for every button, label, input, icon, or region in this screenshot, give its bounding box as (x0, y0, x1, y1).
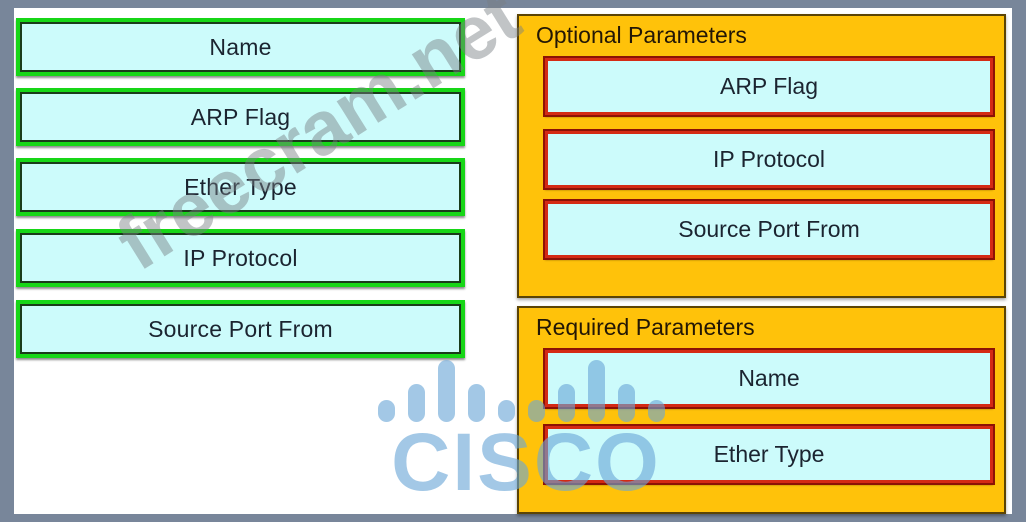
optional-tile-ip-protocol[interactable]: IP Protocol (543, 129, 995, 190)
source-tile-name[interactable]: Name (16, 18, 465, 76)
required-tile-name[interactable]: Name (543, 348, 995, 409)
cisco-bar (468, 384, 485, 422)
required-tile-label: Ether Type (713, 441, 825, 467)
cisco-bar (498, 400, 515, 422)
optional-tile-label: ARP Flag (719, 73, 818, 99)
optional-tile-label: IP Protocol (712, 146, 826, 172)
optional-tile-label: Source Port From (678, 216, 860, 242)
optional-parameters-title: Optional Parameters (536, 22, 747, 48)
diagram-canvas: Name ARP Flag Ether Type IP Protocol Sou… (14, 0, 1012, 514)
required-parameters-title: Required Parameters (536, 314, 755, 340)
source-tile-label: Source Port From (148, 315, 333, 342)
optional-tile-source-port-from[interactable]: Source Port From (543, 199, 995, 260)
required-tile-label: Name (738, 365, 800, 391)
required-tile-ether-type[interactable]: Ether Type (543, 424, 995, 485)
source-tile-label: Ether Type (184, 173, 297, 200)
source-tile-arp-flag[interactable]: ARP Flag (16, 88, 465, 146)
source-tile-list: Name ARP Flag Ether Type IP Protocol Sou… (14, 8, 469, 358)
cisco-bar (378, 400, 395, 422)
source-tile-label: Name (209, 33, 272, 60)
optional-parameters-panel[interactable]: Optional Parameters ARP Flag IP Protocol… (517, 14, 1006, 298)
source-tile-source-port-from[interactable]: Source Port From (16, 300, 465, 358)
source-tile-ether-type[interactable]: Ether Type (16, 158, 465, 216)
source-tile-label: IP Protocol (183, 244, 298, 271)
cisco-bar (438, 360, 455, 422)
required-parameters-panel[interactable]: Required Parameters Name Ether Type (517, 306, 1006, 514)
cisco-bar (408, 384, 425, 422)
optional-tile-arp-flag[interactable]: ARP Flag (543, 56, 995, 117)
source-tile-ip-protocol[interactable]: IP Protocol (16, 229, 465, 287)
source-tile-label: ARP Flag (190, 103, 291, 130)
